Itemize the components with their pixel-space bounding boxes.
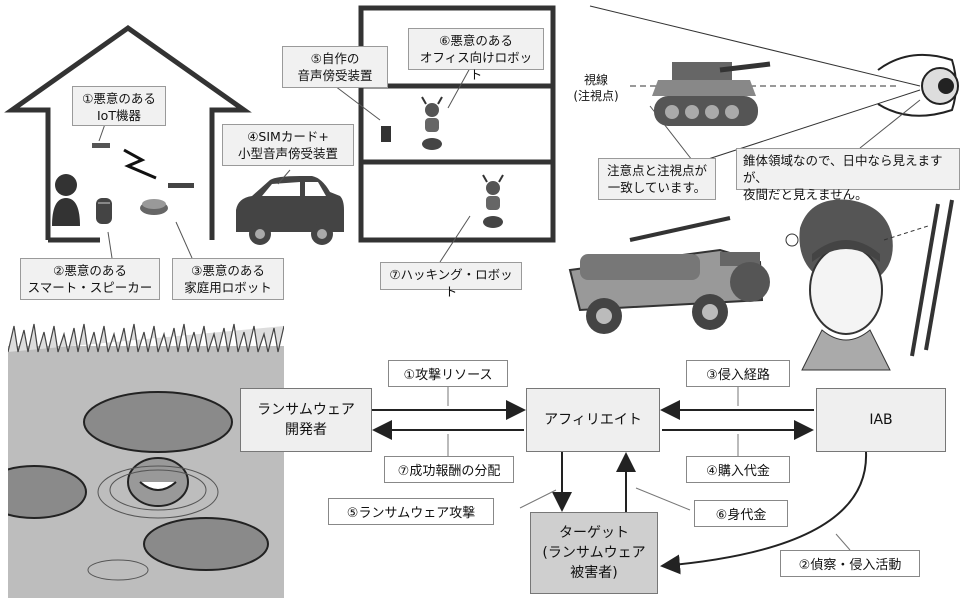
edge-label-reward-distribution: ⑦成功報酬の分配 — [384, 456, 514, 483]
callout-smart-speaker: ②悪意のある スマート・スピーカー — [20, 258, 160, 300]
kappa-face-illustration — [127, 457, 189, 507]
node-affiliate: アフィリエイト — [526, 388, 660, 452]
node-ransomware-developer: ランサムウェア 開発者 — [240, 388, 372, 452]
pond-illustration — [8, 323, 284, 598]
edge-label-purchase-price: ④購入代金 — [686, 456, 790, 483]
callout-home-robot: ③悪意のある 家庭用ロボット — [172, 258, 284, 300]
homemade-device-icon — [381, 126, 391, 142]
callout-iot-device: ①悪意のある IoT機器 — [72, 86, 166, 126]
office-robot-icon — [421, 96, 443, 150]
tank-illustration — [652, 61, 771, 126]
callout-sim-device: ④SIMカード+ 小型音声傍受装置 — [222, 124, 354, 166]
office-building-outline — [358, 5, 556, 243]
car-illustration — [236, 176, 344, 245]
person-silhouette — [52, 174, 80, 226]
callout-hacking-robot: ⑦ハッキング・ロボット — [380, 262, 522, 299]
hacking-robot-icon — [482, 174, 504, 228]
gaze-label: 視線 (注視点) — [573, 73, 619, 103]
smart-speaker-icon — [96, 198, 112, 224]
home-robot-icon — [140, 183, 194, 215]
iot-device-icon — [92, 143, 110, 148]
edge-label-ransom: ⑥身代金 — [694, 500, 788, 527]
hairpin-illustration — [910, 199, 954, 357]
callout-homemade-device: ⑤自作の 音声傍受装置 — [282, 46, 388, 88]
edge-label-reconnaissance: ②偵察・侵入活動 — [780, 550, 920, 577]
house-outline — [4, 24, 252, 243]
woman-portrait-illustration — [785, 199, 893, 371]
callout-cone-note: 錐体領域なので、日中なら見えますが、 夜間だと見えません。 — [736, 148, 960, 202]
lily-pad — [8, 391, 269, 571]
callout-office-robot: ⑥悪意のある オフィス向けロボット — [408, 28, 544, 82]
house-scene-illustration — [4, 5, 556, 263]
edge-label-attack-resources: ①攻撃リソース — [388, 360, 508, 387]
jeep-illustration — [568, 216, 770, 334]
node-target: ターゲット (ランサムウェア 被害者) — [530, 512, 658, 594]
callout-attention-note: 注意点と注視点が 一致しています。 — [598, 158, 716, 200]
wireless-signal-icon — [123, 148, 157, 180]
eye-icon — [877, 53, 959, 117]
edge-label-ransomware-attack: ⑤ランサムウェア攻撃 — [328, 498, 494, 525]
vision-scene-illustration — [568, 5, 959, 371]
node-iab: IAB — [816, 388, 946, 452]
edge-label-intrusion-route: ③侵入経路 — [686, 360, 790, 387]
reed-grass — [8, 323, 284, 353]
